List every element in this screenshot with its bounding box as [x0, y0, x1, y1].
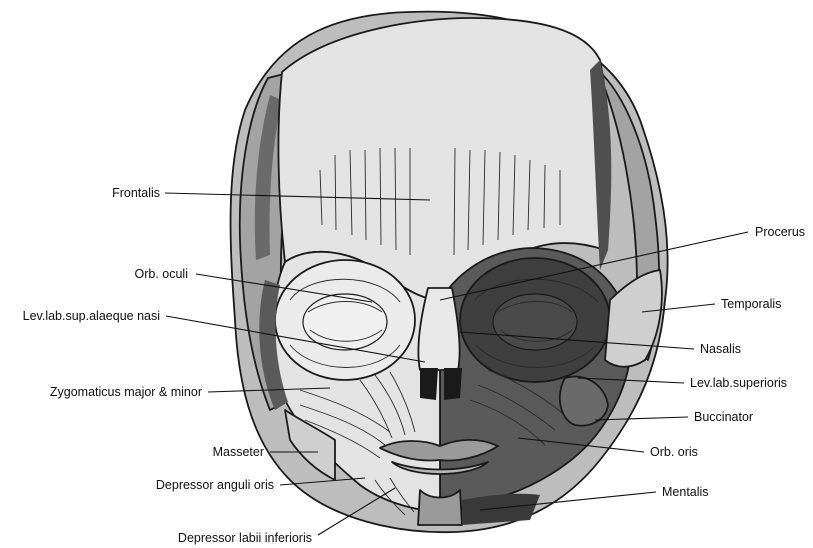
label-lev-lab-superioris: Lev.lab.superioris [690, 376, 787, 390]
head-illustration [231, 12, 668, 533]
label-orb-oculi: Orb. oculi [135, 267, 189, 281]
nostril-left [420, 368, 438, 400]
label-temporalis: Temporalis [721, 297, 781, 311]
label-buccinator: Buccinator [694, 410, 753, 424]
label-lev-lab-sup-alaeque-nasi: Lev.lab.sup.alaeque nasi [23, 309, 160, 323]
mentalis-right-dark [462, 494, 540, 525]
label-mentalis: Mentalis [662, 485, 709, 499]
label-procerus: Procerus [755, 225, 805, 239]
label-masseter: Masseter [213, 445, 264, 459]
label-zygomaticus: Zygomaticus major & minor [50, 385, 202, 399]
label-orb-oris: Orb. oris [650, 445, 698, 459]
label-frontalis: Frontalis [112, 186, 160, 200]
label-depressor-anguli-oris: Depressor anguli oris [156, 478, 274, 492]
label-depressor-labii-inferioris: Depressor labii inferioris [178, 531, 312, 545]
nose-bridge [418, 288, 459, 370]
nostril-right [444, 368, 462, 400]
label-nasalis: Nasalis [700, 342, 741, 356]
